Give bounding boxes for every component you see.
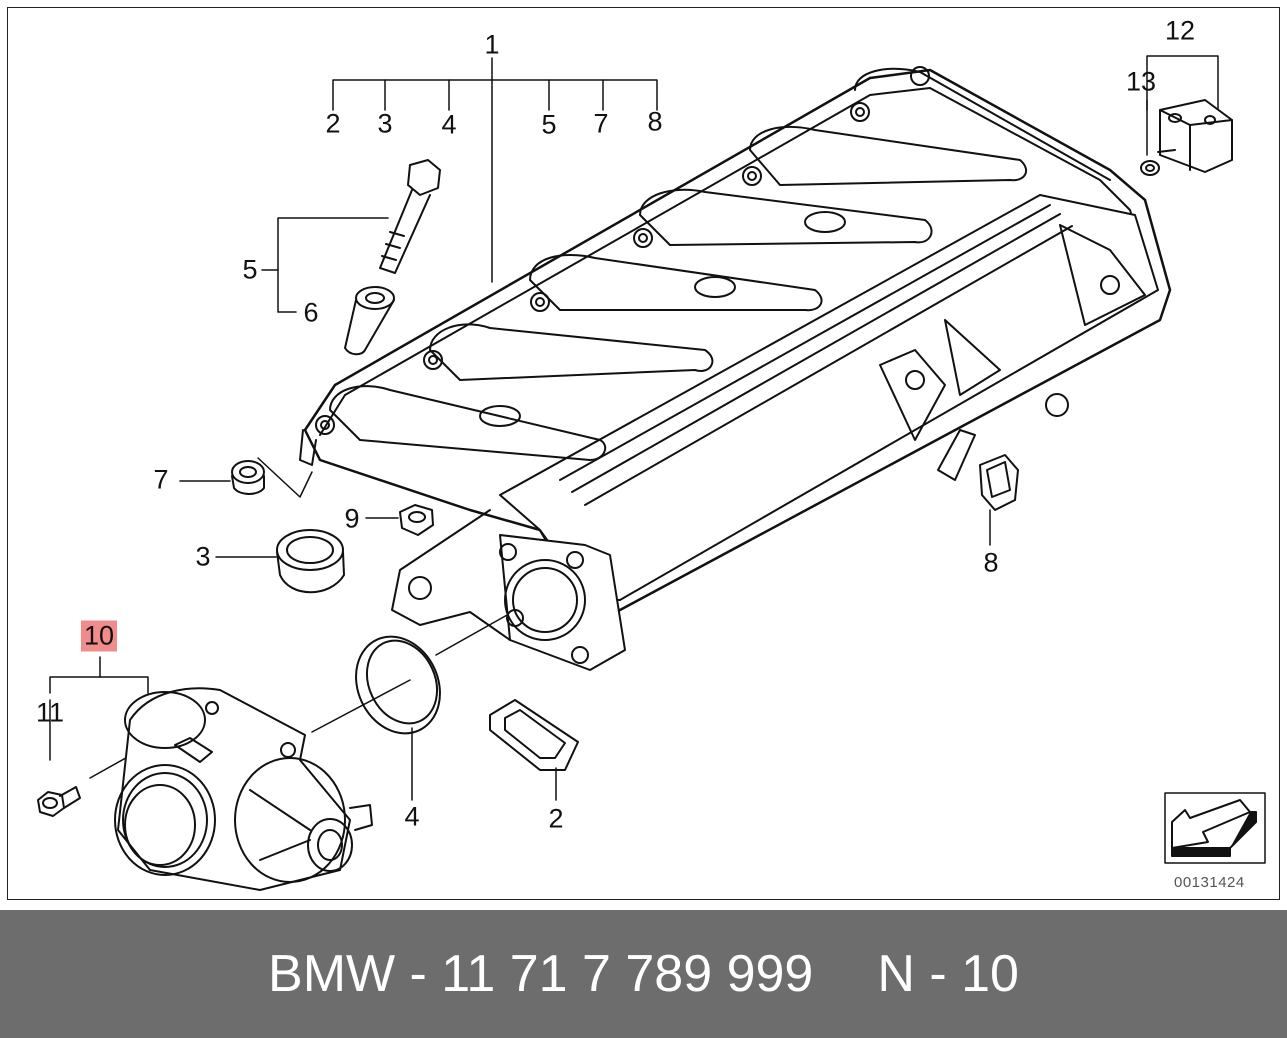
- footer-bar: BMW - 11 71 7 789 999 N - 10: [0, 910, 1287, 1038]
- callout-8-clip: 8: [983, 547, 999, 578]
- callout-7: 7: [593, 108, 609, 139]
- leader-lines: [49, 55, 1219, 801]
- arrow-bottom-left-icon: [1164, 792, 1266, 864]
- sleeve-part-6: [344, 286, 395, 356]
- callout-11: 11: [35, 697, 65, 728]
- callout-10-highlighted: 10: [80, 620, 118, 652]
- callout-4-ring: 4: [404, 801, 420, 832]
- callout-7-seal: 7: [153, 464, 169, 495]
- intake-manifold: [299, 66, 1172, 671]
- gasket-ring-part-4: [355, 635, 441, 735]
- gasket-part-2: [489, 699, 579, 771]
- part-number-text: BMW - 11 71 7 789 999: [268, 945, 814, 1003]
- callout-5-bolt: 5: [242, 254, 258, 285]
- footer-caption: BMW - 11 71 7 789 999 N - 10: [0, 910, 1287, 1038]
- bolt-part-5: [379, 159, 441, 274]
- callout-13: 13: [1125, 66, 1157, 97]
- callout-9: 9: [344, 503, 360, 534]
- callout-2-gasket: 2: [548, 803, 564, 834]
- callout-12: 12: [1164, 15, 1196, 46]
- grommet-part-3: [276, 529, 345, 594]
- position-number-text: N - 10: [877, 945, 1019, 1003]
- seal-part-7: [231, 460, 265, 495]
- nut-part-9: [399, 504, 434, 536]
- callout-5: 5: [541, 109, 557, 140]
- seal-part-13: [1140, 160, 1160, 176]
- throttle-body-part-10: [114, 687, 373, 891]
- callout-4: 4: [441, 109, 457, 140]
- clip-part-8: [979, 454, 1019, 511]
- callout-1: 1: [484, 29, 500, 60]
- diagram-code: 00131424: [1174, 874, 1245, 891]
- sensor-part-12: [1157, 99, 1233, 173]
- callout-2: 2: [325, 108, 341, 139]
- callout-6: 6: [303, 297, 319, 328]
- callout-3-grommet: 3: [195, 541, 211, 572]
- parts-diagram: [37, 55, 1266, 891]
- screw-part-11: [37, 786, 81, 817]
- callout-8: 8: [647, 106, 663, 137]
- callout-3: 3: [377, 108, 393, 139]
